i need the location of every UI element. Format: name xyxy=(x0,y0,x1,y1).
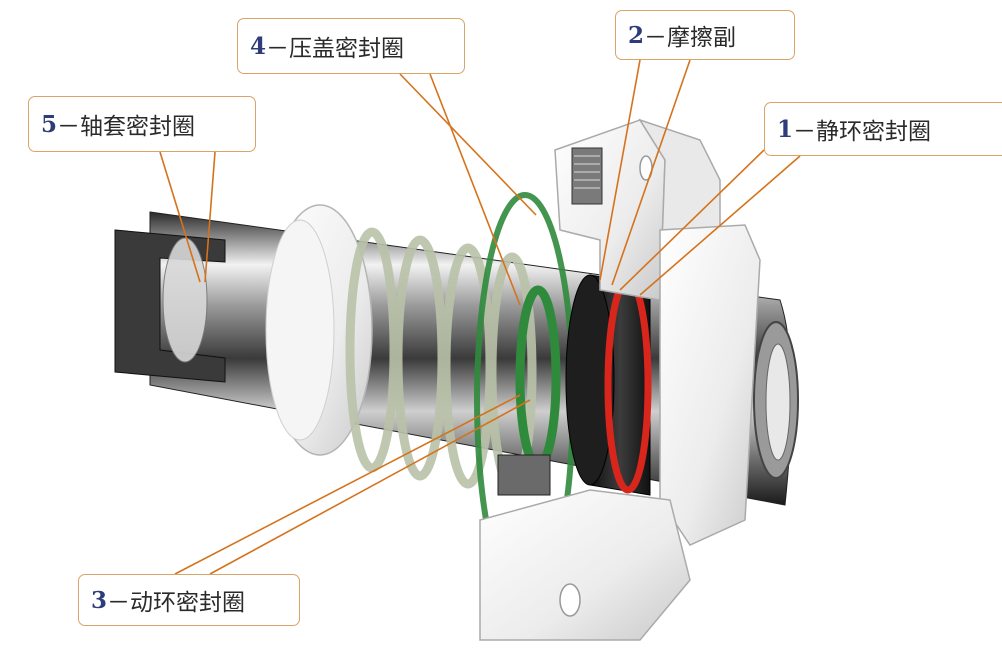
label-text: 静环密封圈 xyxy=(816,119,932,145)
leader-5 xyxy=(159,151,201,283)
label-gland-seal: 4－压盖密封圈 xyxy=(237,18,465,74)
flange-bolt-hole xyxy=(559,583,581,617)
leader-3 xyxy=(174,394,521,575)
leader-2b xyxy=(611,59,691,286)
label-separator: － xyxy=(57,114,81,140)
spring-seat-ring-face xyxy=(265,219,335,441)
label-shaft-sleeve-seal: 5－轴套密封圈 xyxy=(28,96,256,152)
label-number: 2 xyxy=(628,21,645,49)
shaft-bore-inner xyxy=(765,343,791,461)
label-separator: － xyxy=(107,590,131,616)
gland-port xyxy=(571,147,603,205)
leader-lines xyxy=(159,59,801,575)
leader-1 xyxy=(619,149,765,291)
friction-ring-front xyxy=(565,274,615,486)
port-thread xyxy=(574,155,600,189)
label-text: 摩擦副 xyxy=(667,25,737,51)
label-text: 压盖密封圈 xyxy=(289,36,405,62)
label-text: 动环密封圈 xyxy=(130,590,246,616)
label-number: 4 xyxy=(250,32,267,60)
leader-2 xyxy=(599,59,641,281)
leader-3b xyxy=(209,399,531,575)
label-number: 1 xyxy=(777,115,794,143)
label-separator: － xyxy=(644,25,668,51)
label-number: 5 xyxy=(41,110,58,138)
sleeve-end-slot xyxy=(114,229,226,383)
leader-4b xyxy=(429,73,521,306)
sleeve-end-face xyxy=(162,237,208,363)
gland-inner-step xyxy=(497,454,551,496)
label-number: 3 xyxy=(91,586,108,614)
gland-flange-bottom xyxy=(479,489,691,641)
label-separator: － xyxy=(793,119,817,145)
gland-flange-right xyxy=(659,224,761,546)
label-text: 轴套密封圈 xyxy=(80,114,196,140)
label-friction-pair: 2－摩擦副 xyxy=(615,10,795,60)
label-rotating-ring-seal: 3－动环密封圈 xyxy=(78,574,300,626)
label-separator: － xyxy=(266,36,290,62)
leader-5b xyxy=(204,151,216,283)
leader-4 xyxy=(399,73,537,216)
label-stationary-ring-seal: 1－静环密封圈 xyxy=(764,102,1002,156)
leader-1b xyxy=(639,155,801,296)
